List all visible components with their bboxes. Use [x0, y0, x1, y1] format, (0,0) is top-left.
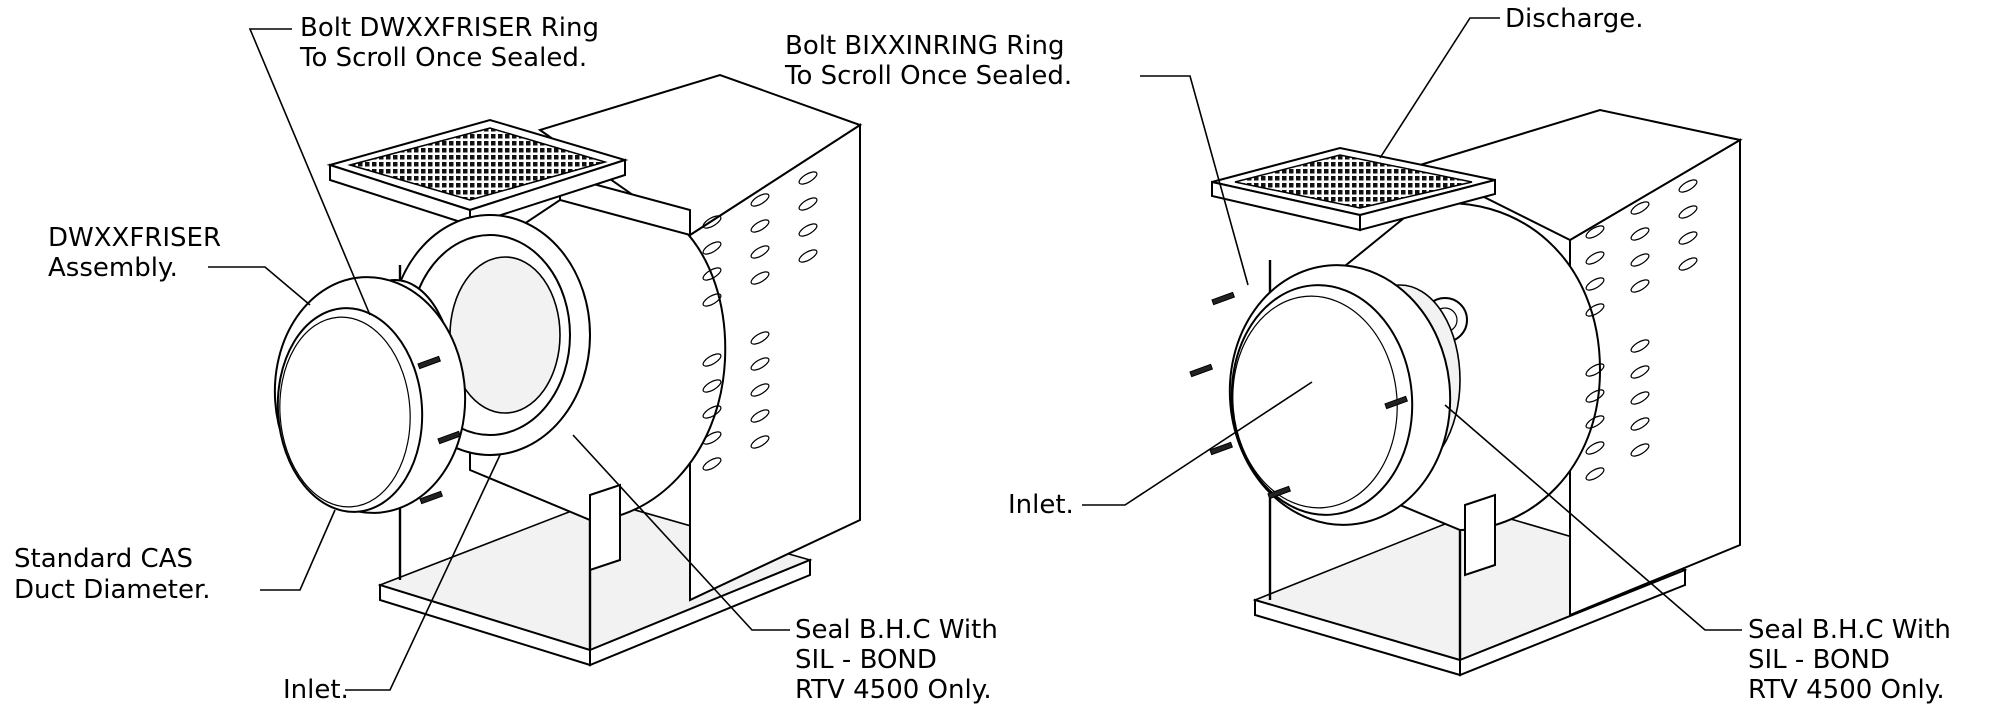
left-inlet-label: Inlet. [283, 675, 349, 705]
right-fan-illustration [1189, 108, 1743, 677]
right-bolt-ring-label-1: Bolt BIXXINRING Ring [785, 31, 1065, 61]
leader-left-seal [572, 434, 790, 631]
right-bolt-ring-label-2: To Scroll Once Sealed. [784, 61, 1072, 91]
leader-right-inlet [1082, 381, 1313, 506]
callout-labels: Bolt DWXXFRISER Ring To Scroll Once Seal… [14, 4, 1951, 705]
left-duct-label-2: Duct Diameter. [14, 575, 211, 605]
right-inlet-label: Inlet. [1008, 490, 1074, 520]
left-seal-label-2: SIL - BOND [795, 645, 937, 675]
leader-right-discharge [1379, 17, 1500, 159]
left-louvers [702, 171, 818, 471]
left-bolt-ring-label-1: Bolt DWXXFRISER Ring [300, 13, 599, 43]
right-seal-label-1: Seal B.H.C With [1748, 615, 1951, 645]
leader-lines [208, 17, 1742, 691]
left-duct-label-1: Standard CAS [14, 544, 193, 574]
right-louvers [1585, 179, 1698, 481]
left-bolt-ring-label-2: To Scroll Once Sealed. [299, 43, 587, 73]
left-assembly-label-2: Assembly. [48, 253, 178, 283]
left-assembly-label-1: DWXXFRISER [48, 223, 221, 253]
leader-right-seal [1444, 404, 1742, 631]
left-seal-label-3: RTV 4500 Only. [795, 675, 992, 705]
leader-left-duct [260, 509, 336, 591]
left-seal-label-1: Seal B.H.C With [795, 615, 998, 645]
leader-right-bolt-ring [1140, 75, 1249, 286]
right-discharge-label: Discharge. [1505, 4, 1644, 34]
leader-left-inlet [345, 454, 501, 691]
right-seal-label-2: SIL - BOND [1748, 645, 1890, 675]
left-fan-illustration [273, 73, 863, 667]
leader-left-assembly [208, 266, 311, 306]
leader-left-bolt-ring [248, 28, 371, 316]
right-seal-label-3: RTV 4500 Only. [1748, 675, 1945, 705]
